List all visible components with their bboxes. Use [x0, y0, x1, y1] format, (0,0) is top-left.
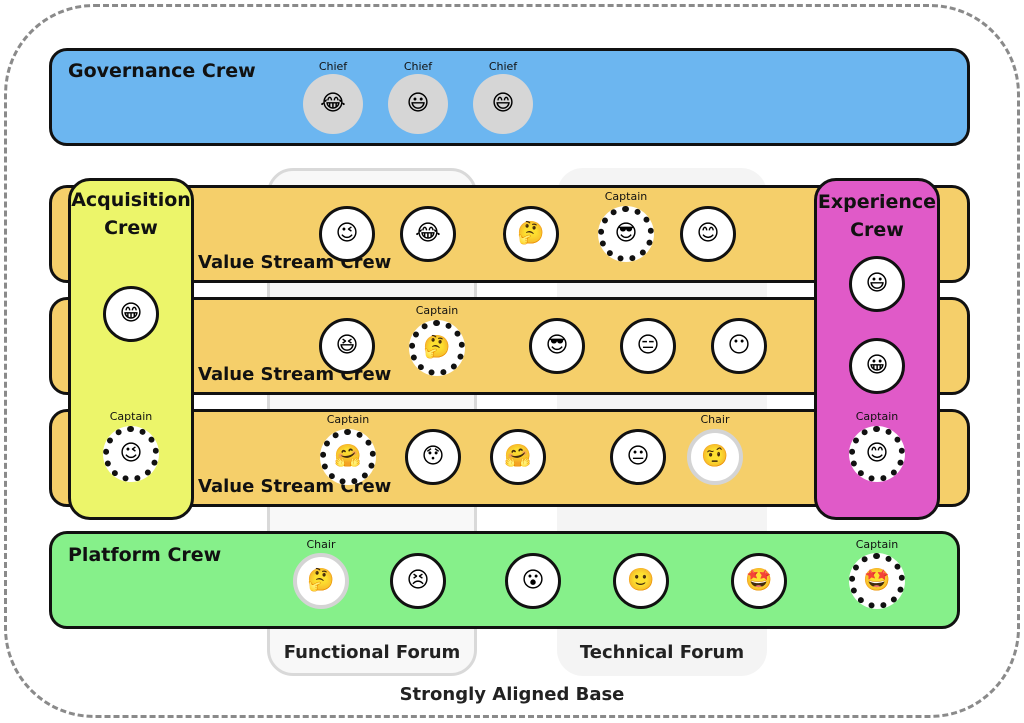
captain-member: 🤩	[849, 553, 905, 609]
member: 🙂	[613, 553, 669, 609]
captain-label: Captain	[326, 413, 370, 426]
member: 😆	[319, 318, 375, 374]
member: 😶	[711, 318, 767, 374]
strongly-aligned-base	[4, 4, 1020, 718]
member: 😎	[529, 318, 585, 374]
member: 😑	[620, 318, 676, 374]
technical-forum-label: Technical Forum	[579, 642, 745, 663]
captain-member: 😎	[598, 206, 654, 262]
chief-member: 😂	[303, 74, 363, 134]
chair-label: Chair	[700, 413, 730, 426]
captain-label: Captain	[109, 410, 153, 423]
captain-member: 😊	[849, 426, 905, 482]
member: 😯	[405, 429, 461, 485]
platform-crew-title: Platform Crew	[68, 544, 222, 566]
functional-forum-label: Functional Forum	[283, 642, 461, 663]
captain-label: Captain	[855, 410, 899, 423]
member: 😮	[505, 553, 561, 609]
base-label: Strongly Aligned Base	[399, 684, 625, 705]
member: 😣	[390, 553, 446, 609]
captain-member: 🤔	[409, 320, 465, 376]
platform-crew	[49, 531, 960, 629]
captain-label: Captain	[855, 538, 899, 551]
experience-crew-title: Experience Crew	[814, 188, 940, 244]
member: 🤗	[490, 429, 546, 485]
member: 🤩	[731, 553, 787, 609]
member: 😊	[680, 206, 736, 262]
experience-crew-title-text: Experience Crew	[817, 191, 937, 241]
acquisition-crew-title: Acquisition Crew	[68, 186, 194, 242]
captain-member: 🤗	[320, 429, 376, 485]
captain-label: Captain	[415, 304, 459, 317]
chief-member: 😄	[473, 74, 533, 134]
chair-member: 🤨	[687, 429, 743, 485]
chair-label: Chair	[306, 538, 336, 551]
member: 😀	[849, 338, 905, 394]
member: 😐	[610, 429, 666, 485]
chief-member: 😃	[388, 74, 448, 134]
chair-member: 🤔	[293, 553, 349, 609]
acquisition-crew-title-text: Acquisition Crew	[71, 189, 191, 239]
captain-member: 😉	[103, 426, 159, 482]
member: 😉	[319, 206, 375, 262]
chief-label: Chief	[403, 60, 433, 73]
governance-crew-title: Governance Crew	[68, 60, 256, 82]
member: 😁	[103, 286, 159, 342]
member: 😃	[849, 256, 905, 312]
captain-label: Captain	[604, 190, 648, 203]
member: 😂	[400, 206, 456, 262]
chief-label: Chief	[488, 60, 518, 73]
member: 🤔	[503, 206, 559, 262]
chief-label: Chief	[318, 60, 348, 73]
